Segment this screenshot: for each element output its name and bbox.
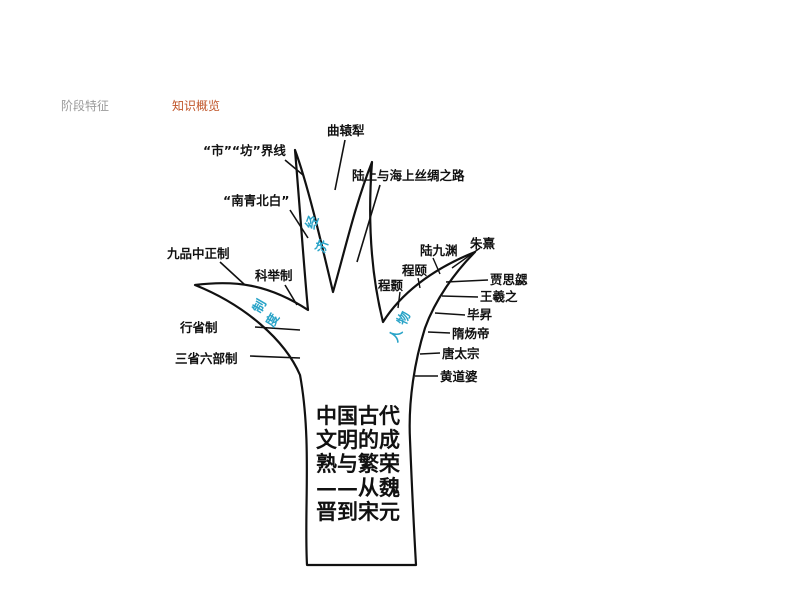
economy-branch-lines xyxy=(284,139,381,263)
people-item-tangtaizong: 唐太宗 xyxy=(442,346,480,361)
economy-item-shifang: “市”“坊”界线 xyxy=(203,143,286,158)
people-item-lujiuyuan: 陆九渊 xyxy=(420,243,458,258)
economy-item-quyuanli: 曲辕犁 xyxy=(327,123,365,138)
category-economy-char1: 经 xyxy=(303,214,322,232)
trunk-title-line-1: 中国古代 xyxy=(316,403,400,428)
people-item-suiyangdi: 隋炀帝 xyxy=(452,326,490,341)
people-item-huangdaopo: 黄道婆 xyxy=(440,369,478,384)
trunk-title-line-3: 熟与繁荣 xyxy=(316,451,401,476)
people-item-wangxizhi: 王羲之 xyxy=(480,289,518,304)
people-item-chenghao: 程颢 xyxy=(378,278,404,293)
system-item-xingsheng: 行省制 xyxy=(179,320,218,335)
category-people-char2: 物 xyxy=(394,309,414,328)
people-branch-lines xyxy=(397,247,489,377)
people-item-jiasixie: 贾思勰 xyxy=(490,272,528,287)
system-branch-lines xyxy=(219,261,301,359)
trunk-title-line-4: ——从魏 xyxy=(316,475,400,500)
trunk-title-line-2: 文明的成 xyxy=(316,427,400,452)
tab-phase-features[interactable]: 阶段特征 xyxy=(61,99,110,113)
system-item-sansheng: 三省六部制 xyxy=(175,351,238,366)
people-item-zhuxi: 朱熹 xyxy=(470,236,496,251)
people-item-chengyi: 程颐 xyxy=(402,263,428,278)
people-item-bisheng: 毕昇 xyxy=(467,307,493,322)
trunk-title-line-5: 晋到宋元 xyxy=(316,499,400,524)
economy-item-nanqing-beibai: “南青北白” xyxy=(223,193,289,208)
economy-item-silk-road: 陆上与海上丝绸之路 xyxy=(352,168,465,183)
system-item-jiupin: 九品中正制 xyxy=(166,246,230,261)
system-item-keju: 科举制 xyxy=(255,268,293,283)
tab-knowledge-overview[interactable]: 知识概览 xyxy=(172,99,221,113)
tree-outline xyxy=(193,148,477,567)
